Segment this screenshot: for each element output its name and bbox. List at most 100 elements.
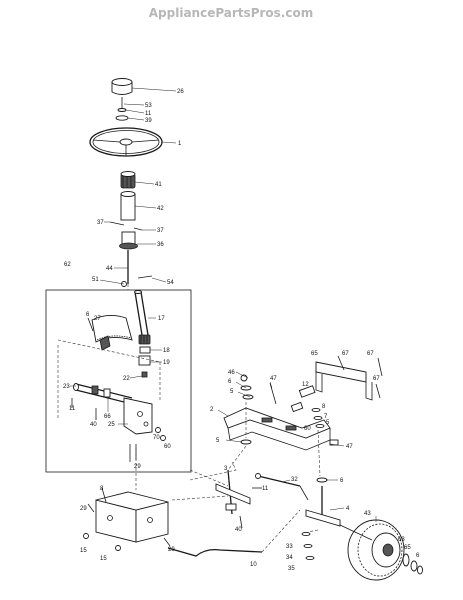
steering-support-bracket bbox=[95, 491, 169, 543]
label-6-spindle: 6 bbox=[340, 478, 344, 484]
gear-bolt bbox=[87, 317, 94, 332]
guide-line bbox=[307, 529, 319, 533]
guide-line bbox=[189, 469, 229, 487]
label-5-axle-right: 5 bbox=[326, 420, 330, 426]
label-2: 2 bbox=[210, 407, 214, 413]
steering-wheel bbox=[89, 127, 163, 157]
frame-outline-line bbox=[57, 339, 161, 363]
label-19: 19 bbox=[163, 360, 170, 366]
leader-lines bbox=[70, 87, 377, 522]
label-44: 44 bbox=[106, 266, 113, 272]
guide-line bbox=[171, 495, 229, 501]
label-34: 34 bbox=[286, 555, 293, 561]
coupler-bolt bbox=[141, 371, 148, 378]
label-40-box: 40 bbox=[90, 422, 97, 428]
label-67-a: 67 bbox=[342, 351, 349, 357]
label-29-lower: 29 bbox=[168, 547, 175, 553]
support-bolt-lower bbox=[163, 537, 171, 547]
label-10: 10 bbox=[250, 562, 257, 568]
spindle-cap-lower bbox=[305, 555, 315, 561]
label-11-spindle: 11 bbox=[262, 486, 269, 492]
front-wheel bbox=[339, 519, 405, 581]
label-6-wheel: 6 bbox=[416, 553, 420, 559]
label-17: 17 bbox=[158, 316, 165, 322]
label-41: 41 bbox=[155, 182, 162, 188]
label-7: 7 bbox=[324, 414, 328, 420]
label-68: 65 bbox=[311, 351, 318, 357]
label-67-c: 67 bbox=[373, 376, 380, 382]
label-37-left: 37 bbox=[97, 220, 104, 226]
guide-line bbox=[189, 461, 237, 481]
bracket-nut bbox=[160, 435, 166, 441]
left-spindle bbox=[215, 469, 251, 515]
label-47-right: 47 bbox=[346, 444, 353, 450]
label-27: 27 bbox=[94, 316, 101, 322]
axle-washer-lower bbox=[240, 439, 252, 445]
label-15-a: 15 bbox=[80, 548, 87, 554]
axle-stack-bushing bbox=[315, 423, 325, 429]
label-23: 23 bbox=[63, 384, 70, 390]
steering-flange bbox=[119, 231, 138, 250]
label-67-b: 67 bbox=[367, 351, 374, 357]
spindle-washer bbox=[316, 477, 328, 483]
support-bolt bbox=[87, 503, 95, 513]
wheel-washer bbox=[402, 553, 410, 567]
label-51: 51 bbox=[92, 277, 99, 283]
axle-stack-washer bbox=[311, 407, 321, 413]
label-70: 70 bbox=[153, 435, 160, 441]
shaft-coupler bbox=[138, 355, 151, 366]
sector-gear bbox=[91, 315, 133, 351]
label-11: 11 bbox=[145, 111, 152, 117]
wheel-spacer bbox=[410, 560, 418, 572]
label-5-axle-top: 5 bbox=[230, 389, 234, 395]
label-42: 42 bbox=[157, 206, 164, 212]
watermark: AppliancePartsPros.com bbox=[149, 6, 313, 20]
roll-pin-left bbox=[109, 221, 125, 226]
label-40-spindle: 40 bbox=[235, 527, 242, 533]
support-washer bbox=[83, 533, 89, 539]
label-8-support: 8 bbox=[100, 486, 104, 492]
roll-pin-right bbox=[133, 227, 143, 231]
support-bolt bbox=[101, 487, 107, 503]
label-29-box: 29 bbox=[134, 464, 141, 470]
axle-pivot-bolt bbox=[269, 382, 277, 405]
label-37-right: 37 bbox=[157, 228, 164, 234]
steering-cap bbox=[111, 78, 133, 95]
label-60-box: 60 bbox=[164, 444, 171, 450]
drag-link bbox=[167, 547, 263, 557]
assembly-box bbox=[45, 289, 192, 473]
label-5-axle-left: 5 bbox=[216, 438, 220, 444]
mount-bolt bbox=[337, 355, 345, 371]
pivot-shaft bbox=[73, 383, 133, 405]
axle-bushing bbox=[242, 394, 254, 400]
label-1: 1 bbox=[178, 141, 182, 147]
axle-stack-nut bbox=[313, 415, 323, 421]
label-4: 4 bbox=[346, 506, 350, 512]
part-number-labels: 26 53 11 39 1 41 42 37 37 36 44 54 51 62… bbox=[63, 89, 420, 572]
label-43: 43 bbox=[364, 511, 371, 517]
shaft-bushing bbox=[139, 346, 151, 354]
steering-shaft bbox=[134, 290, 151, 345]
washer bbox=[117, 108, 127, 112]
label-62: 62 bbox=[64, 262, 71, 268]
label-12: 12 bbox=[302, 382, 309, 388]
guide-line bbox=[261, 509, 301, 553]
axle-tube bbox=[298, 385, 316, 398]
label-22: 22 bbox=[123, 376, 130, 382]
shaft-bolt bbox=[137, 275, 153, 279]
right-spindle bbox=[305, 486, 341, 527]
label-39: 39 bbox=[145, 118, 152, 124]
label-47-top: 47 bbox=[270, 376, 277, 382]
label-15-b: 15 bbox=[100, 556, 107, 562]
pivot-bracket bbox=[123, 397, 153, 435]
label-60-axle: 60 bbox=[304, 426, 311, 432]
label-6-box: 6 bbox=[86, 312, 90, 318]
label-65: 65 bbox=[404, 545, 411, 551]
steering-sleeve bbox=[120, 191, 136, 221]
label-3: 3 bbox=[224, 466, 228, 472]
label-18: 18 bbox=[163, 348, 170, 354]
label-8-axle: 8 bbox=[322, 404, 326, 410]
label-36: 36 bbox=[157, 242, 164, 248]
spindle-nut-lower bbox=[303, 543, 313, 549]
